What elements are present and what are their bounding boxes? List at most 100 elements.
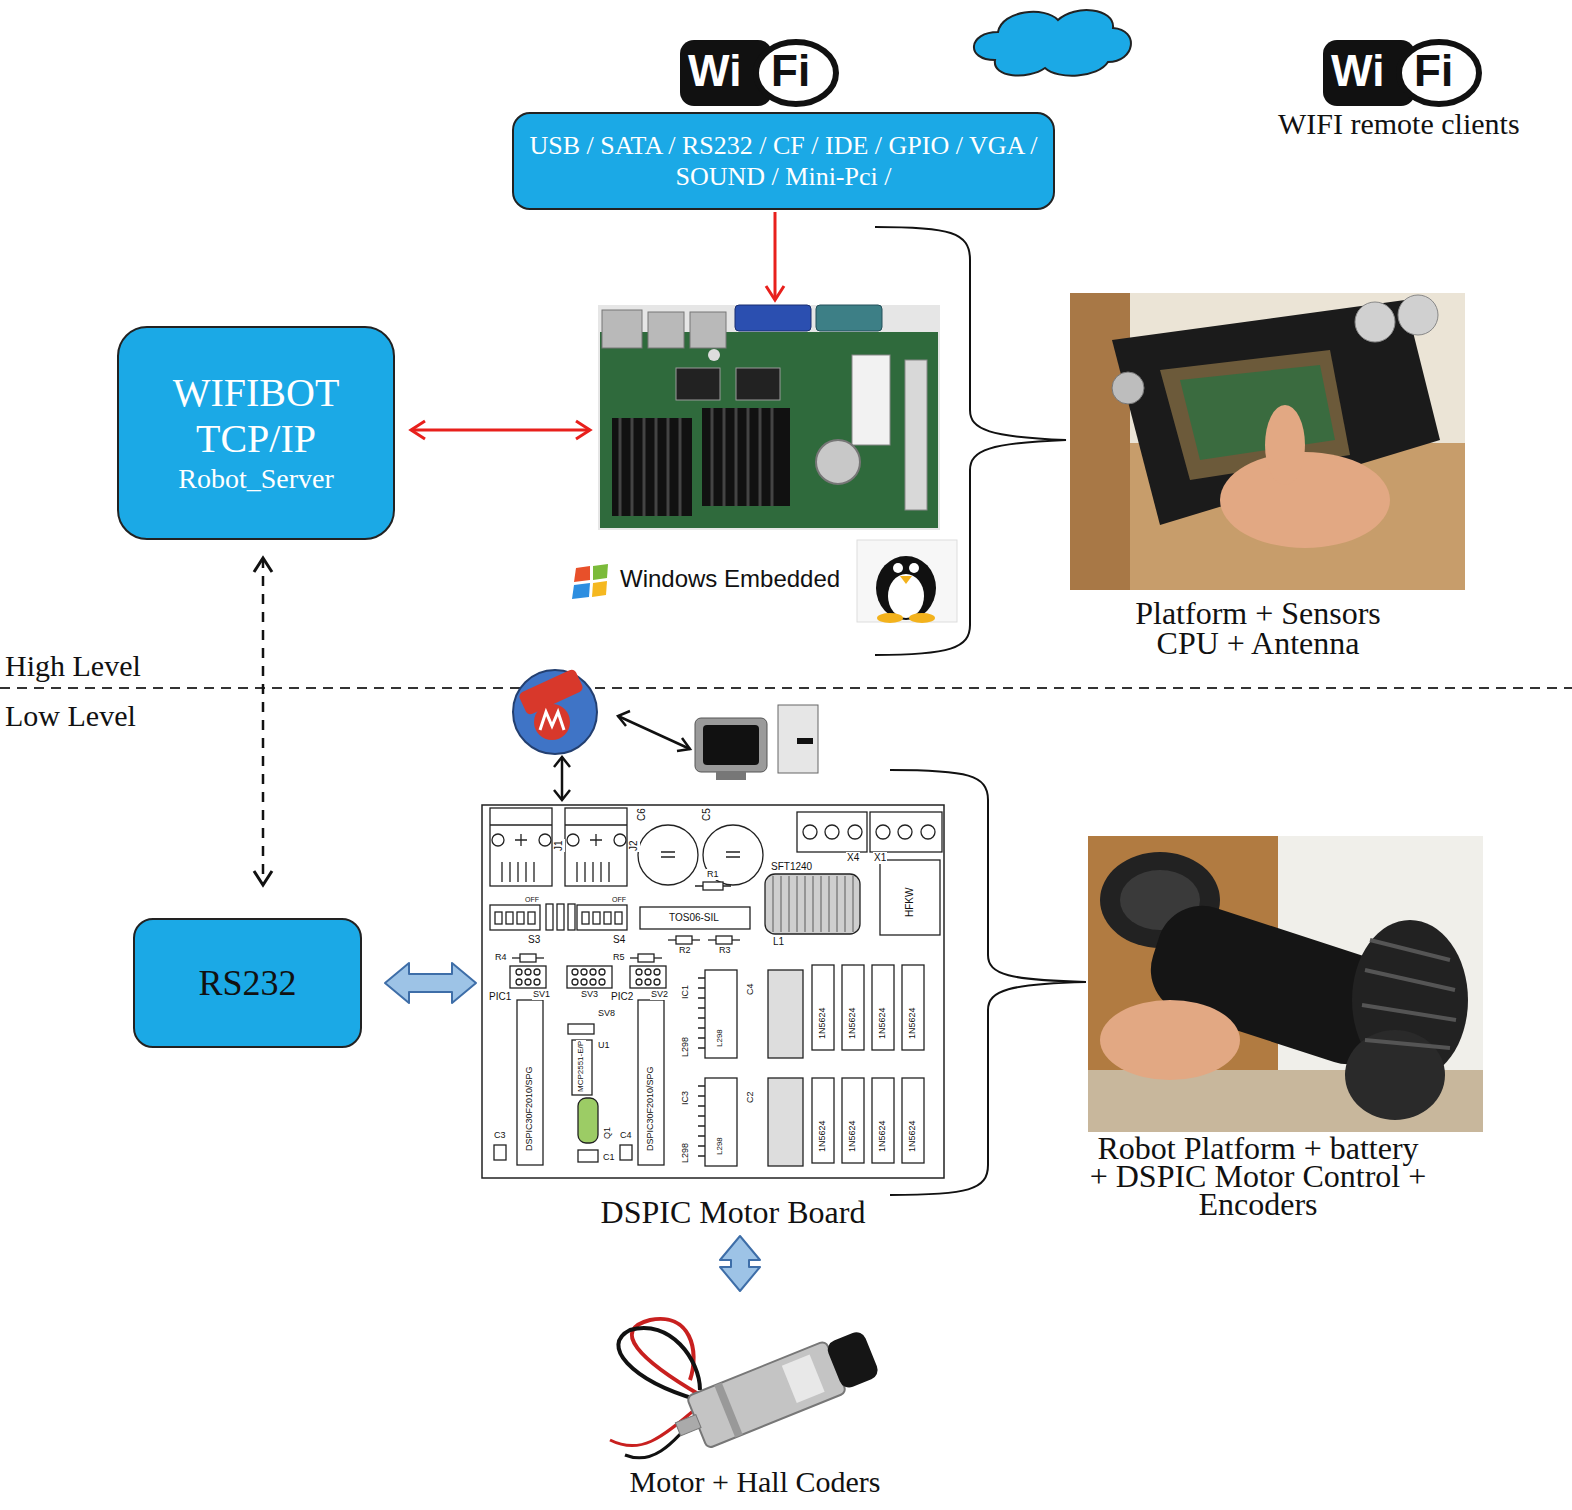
motor-board-drawing-part [880, 860, 940, 935]
motherboard-picture-part [816, 305, 882, 331]
logo-text: Fi [1414, 44, 1453, 97]
chip-name: DSPIC30F2010/SPG [645, 1065, 656, 1152]
part-name: C5 [701, 807, 713, 822]
part-name: R3 [718, 945, 732, 956]
motor-board-drawing-part [525, 969, 531, 975]
part-name: R4 [494, 952, 508, 963]
motor-board-drawing-part [661, 852, 675, 857]
part-name: SV2 [650, 989, 669, 1000]
motor-board-drawing-part [620, 1145, 632, 1160]
platform-photo-part [1070, 293, 1465, 590]
connector [385, 963, 476, 1003]
part-name: J2 [628, 839, 640, 852]
os-logos-part [877, 613, 903, 623]
motor-picture-part [668, 1326, 882, 1456]
motor-picture-part-part [714, 1383, 742, 1438]
os-logos-part [893, 563, 903, 573]
switch-mark: OFF [611, 896, 627, 904]
motor-board-drawing-part [599, 969, 605, 975]
motor-board-drawing-part [848, 825, 862, 839]
cloud [974, 10, 1131, 76]
diode-name: 1N5624 [817, 1006, 828, 1040]
part-name: C3 [493, 1130, 507, 1141]
computer-icon-part [695, 718, 767, 772]
os-logos [572, 540, 957, 623]
motor-board-drawing-part [876, 825, 890, 839]
pic-programmer-part [534, 704, 570, 740]
os-logos-part [876, 556, 936, 620]
connector [254, 558, 272, 885]
platform-photo-part [1398, 295, 1438, 335]
computer-icon-part [703, 725, 759, 765]
diode-name: 1N5624 [847, 1119, 858, 1153]
robot-photo-part [1088, 836, 1483, 1132]
block-arrow [385, 963, 476, 1003]
motor-board-drawing-part [557, 904, 564, 930]
motor-picture-part-part [782, 1355, 825, 1403]
os-logos-part [888, 574, 924, 618]
part-name: L298 [715, 1136, 725, 1156]
os-logos-part [909, 563, 919, 573]
motor-board-drawing-part [921, 825, 935, 839]
motor-picture [610, 1319, 882, 1458]
part-name: L298 [680, 1142, 691, 1164]
part-name: C2 [745, 1090, 756, 1104]
motor-picture-part-part [675, 1415, 701, 1436]
motor-picture-part-part [686, 1341, 846, 1449]
connector [766, 212, 784, 300]
motor-board-drawing-part [567, 834, 579, 846]
motor-board-drawing-part [636, 969, 642, 975]
motherboard-picture-part [816, 440, 860, 484]
motor-board-drawing-part [539, 834, 551, 846]
box-title: WIFIBOT TCP/IP [131, 370, 381, 462]
motor-board-drawing-part [515, 834, 527, 846]
motor-board-drawing-part [567, 966, 612, 988]
motor-board-drawing-part [698, 978, 705, 1048]
motor-board-drawing-part [768, 970, 803, 1058]
part-name: C4 [745, 982, 756, 996]
arrow-head [576, 421, 590, 439]
pic-programmer [513, 668, 597, 754]
motor-board-drawing-part [630, 966, 666, 988]
part-name: HFKW [904, 887, 916, 918]
programmer-arrows-part [561, 757, 564, 800]
motor-board-drawing-part [638, 825, 698, 885]
motor-board-drawing-part [572, 1040, 592, 1095]
box-subtitle: Robot_Server [131, 462, 381, 496]
motor-board-drawing-part [703, 825, 763, 885]
motor-board-drawing-part [578, 1098, 598, 1143]
motor-board-drawing-part [568, 904, 575, 930]
arrow-head [254, 871, 272, 885]
brackets-part [875, 227, 1066, 655]
motor-board-drawing-part [703, 882, 723, 890]
motor-board-drawing-part [768, 1078, 803, 1166]
motor-board-drawing-part [812, 1078, 834, 1163]
motor-board-drawing-part [581, 979, 587, 985]
motor-board-drawing-part [534, 969, 540, 975]
diode-name: 1N5624 [907, 1119, 918, 1153]
programmer-arrows-part [618, 711, 630, 726]
arrow-head [411, 421, 425, 439]
motor-board-drawing-part [842, 1078, 864, 1163]
motor-board-drawing-part [517, 912, 524, 924]
diode-name: 1N5624 [877, 1119, 888, 1153]
platform-photo-part [1112, 372, 1144, 404]
motherboard-picture-part [602, 310, 642, 348]
motor-board-drawing-part [599, 979, 605, 985]
part-name: SFT1240 [770, 861, 813, 873]
logo-text: Wi [688, 44, 741, 97]
motor-board-drawing-part [638, 1000, 664, 1165]
part-name: L1 [772, 936, 785, 948]
part-name: Q1 [602, 1126, 613, 1140]
motor-board-drawing-part [517, 1000, 543, 1165]
interface-box: USB / SATA / RS232 / CF / IDE / GPIO / V… [512, 112, 1055, 210]
wifi-logo-part [1399, 42, 1479, 104]
motor-board-drawing-part [797, 812, 867, 852]
photo-caption: Platform + Sensors CPU + Antenna [1116, 598, 1400, 658]
cpu-board: Windows Embedded [596, 303, 942, 621]
motor-picture-part [625, 1408, 702, 1458]
motor-board-drawing-part [490, 905, 540, 930]
os-logos-part [909, 613, 935, 623]
motherboard-picture-part [600, 332, 938, 528]
os-logos-part [857, 540, 957, 622]
